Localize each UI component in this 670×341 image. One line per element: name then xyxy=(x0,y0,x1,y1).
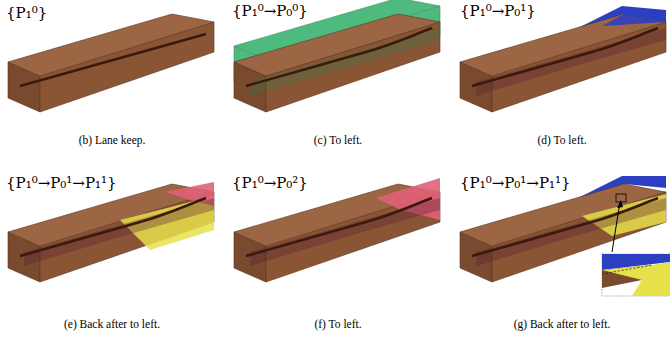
subfigure-caption: (c) To left. xyxy=(314,134,362,146)
sequence-label: {P₁⁰→P₀¹} xyxy=(460,2,536,20)
sequence-label: {P₁⁰→P₀¹→P₁¹} xyxy=(460,174,571,192)
lane-prism xyxy=(460,176,670,296)
lane-prism xyxy=(8,14,214,112)
subfigure-caption: (e) Back after to left. xyxy=(64,318,160,330)
lane-prism xyxy=(8,182,214,282)
sequence-label: {P₁⁰→P₀¹→P₁¹} xyxy=(6,174,117,192)
lane-prism xyxy=(460,6,666,112)
subfigure-caption: (f) To left. xyxy=(314,318,361,330)
sequence-label: {P₁⁰→P₀²} xyxy=(232,174,308,192)
sequence-label: {P₁⁰→P₀⁰} xyxy=(232,2,308,20)
lane-prism xyxy=(234,178,440,282)
subfigure-caption: (b) Lane keep. xyxy=(79,134,146,146)
subfigure-caption: (g) Back after to left. xyxy=(514,318,611,330)
sequence-label: {P₁⁰} xyxy=(6,4,47,22)
subfigure-caption: (d) To left. xyxy=(537,134,586,146)
